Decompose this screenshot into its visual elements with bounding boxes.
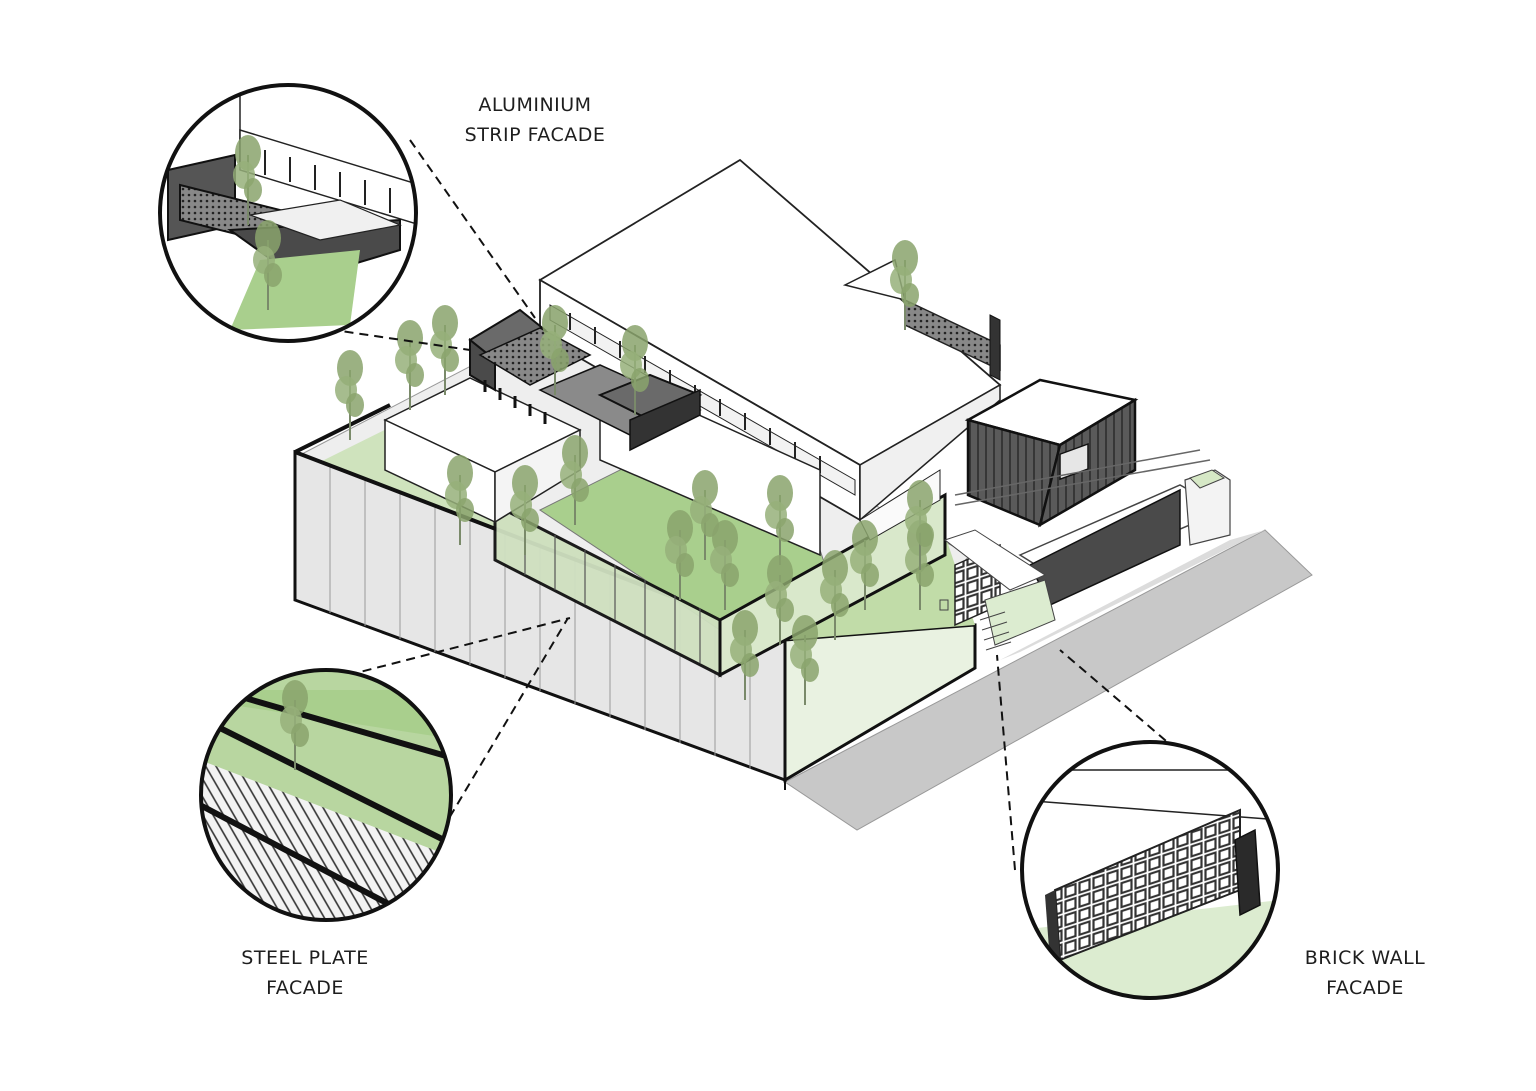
steel-plate-facade-label: STEEL PLATE FACADE [215,943,395,1003]
detail-callout-circle [1020,740,1280,1000]
aluminium-bridge [468,308,703,452]
label-line-1: ALUMINIUM [478,94,592,116]
carport [954,449,1231,606]
aluminium-strip-facade-label: ALUMINIUM STRIP FACADE [440,90,630,150]
label-line-1: STEEL PLATE [241,947,369,969]
roof-terrace [889,239,1001,381]
entry-brick-wall [939,529,1056,651]
detail-callout-circle [199,668,453,922]
label-line-2: FACADE [1326,977,1404,999]
brick-wall-facade-label: BRICK WALL FACADE [1270,943,1460,1003]
detail-callout-circle [158,83,418,343]
label-line-2: STRIP FACADE [464,124,606,146]
label-line-2: FACADE [266,977,344,999]
road [784,529,1313,831]
label-line-1: BRICK WALL [1304,947,1426,969]
